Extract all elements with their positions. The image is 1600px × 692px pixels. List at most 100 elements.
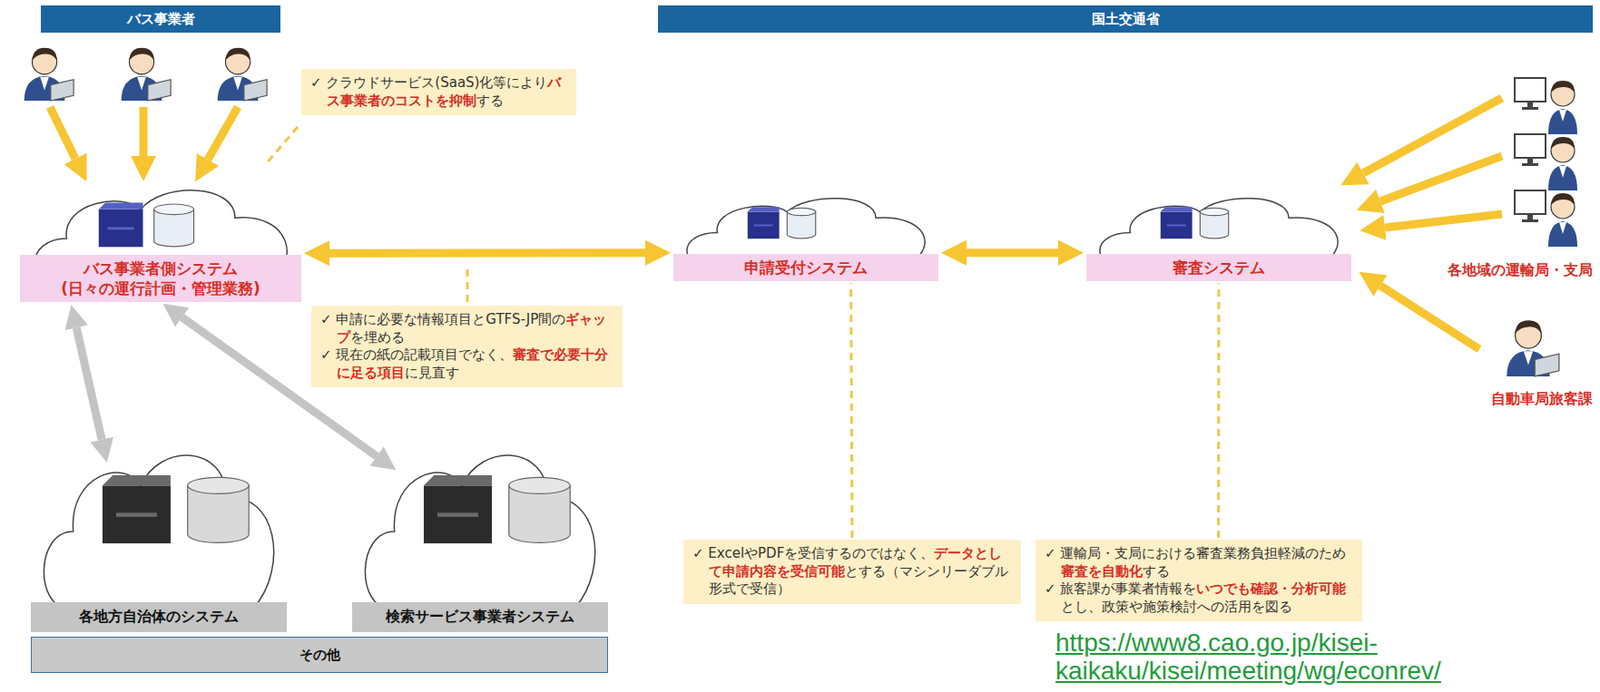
node-text: 審査システム [1172, 258, 1266, 277]
node-text: に見直す [404, 364, 460, 382]
note-callout: ✓ クラウドサービス(SaaS)化等によりバス事業者のコストを抑制する [301, 68, 577, 116]
server-body [423, 485, 492, 544]
node-label: 審査システム [1086, 254, 1352, 282]
cloud-shape [352, 449, 609, 615]
bullet-item: ✓ クラウドサービス(SaaS)化等によりバス事業者のコストを抑制する [310, 74, 568, 110]
node-text: ✓ クラウドサービス(SaaS)化等により [310, 74, 548, 91]
label-text: https://www8.cao.go.jp/kisei-kaikaku/kis… [1055, 628, 1442, 686]
server-top [102, 475, 171, 486]
database-icon [786, 207, 815, 238]
flow-arrow [329, 248, 646, 258]
leader-line [265, 127, 298, 166]
server-icon [1160, 206, 1193, 239]
node-label: 検索サービス事業者システム [352, 602, 609, 633]
other-band: その他 [30, 637, 609, 674]
server-body [98, 209, 144, 247]
external-system-cloud: 各地方自治体のシステム [30, 449, 287, 633]
server-slot [437, 512, 479, 518]
system-cloud: 審査システム [1086, 195, 1352, 282]
org-header: 国土交通省 [657, 5, 1593, 33]
database-top [154, 204, 195, 216]
server-icon [98, 203, 144, 248]
cloud-outline [364, 455, 595, 609]
note-callout: ✓ ExcelやPDFを受信するのではなく、データとして申請内容を受信可能とする… [683, 539, 1021, 605]
staff-icon [1506, 320, 1560, 377]
node-text: を埋める [350, 329, 405, 346]
node-text: ✓ 申請に必要な情報項目とGTFS-JP間の [320, 311, 566, 328]
server-slot [116, 512, 158, 518]
staff-icon [1514, 190, 1578, 247]
staff-icon [217, 48, 267, 101]
server-icon [423, 475, 492, 544]
node-label: バス事業者 [127, 10, 196, 29]
emphasis-text: いつでも確認・分析可能 [1196, 580, 1346, 598]
node-text: バス事業者側システム (日々の運行計画・管理業務) [60, 259, 261, 298]
node-text: その他 [299, 647, 341, 664]
server-icon [102, 475, 171, 544]
org-header: バス事業者 [40, 5, 281, 33]
staff-icon [1514, 78, 1578, 135]
source-url: https://www8.cao.go.jp/kisei-kaikaku/kis… [1055, 629, 1591, 687]
node-label: 申請受付システム [673, 254, 939, 282]
callout-leader [851, 283, 853, 539]
link-arrow [76, 327, 102, 440]
external-system-cloud: 検索サービス事業者システム [352, 449, 609, 633]
server-slot [107, 226, 135, 230]
server-body [747, 212, 780, 240]
input-arrow [1380, 156, 1502, 202]
system-cloud: 申請受付システム [673, 195, 939, 282]
node-label: 国土交通省 [1091, 10, 1160, 29]
staff-icon [1514, 134, 1578, 191]
node-text: 検索サービス事業者システム [385, 608, 575, 626]
database-icon [154, 204, 195, 247]
label-text: 各地域の運輸局・支局 [1447, 261, 1593, 279]
bullet-item: ✓ 運輸局・支局における審査業務負担軽減のため審査を自動化する [1044, 545, 1354, 581]
node-text: する [476, 92, 504, 109]
node-text: とし、政策や施策検討への活用を図る [1060, 598, 1293, 616]
leader-line [466, 265, 470, 303]
node-label: バス事業者側システム (日々の運行計画・管理業務) [19, 255, 302, 303]
note-callout: ✓ 申請に必要な情報項目とGTFS-JP間のギャップを埋める✓ 現在の紙の記載項… [311, 305, 623, 388]
input-arrow [49, 107, 76, 159]
flow-arrow [966, 248, 1059, 257]
node-text: 申請受付システム [744, 258, 868, 277]
server-slot [1167, 224, 1187, 226]
server-top [423, 475, 492, 486]
server-icon [747, 206, 780, 239]
server-body [102, 485, 171, 544]
server-top [1160, 206, 1193, 212]
database-icon [187, 477, 250, 543]
database-top [187, 477, 250, 494]
node-text: ✓ 現在の紙の記載項目でなく、 [320, 346, 513, 364]
database-top [509, 477, 571, 494]
node-label: 各地方自治体のシステム [30, 602, 287, 633]
node-text: 国土交通省 [1091, 10, 1160, 28]
node-text: 各地方自治体のシステム [78, 608, 239, 626]
staff-icon [24, 48, 74, 101]
label-text: 自動車局旅客課 [1491, 390, 1593, 408]
input-arrow [207, 107, 238, 160]
node-text: バス事業者 [127, 10, 196, 28]
emphasis-text: 審査を自動化 [1060, 563, 1143, 580]
callout-leader [1217, 283, 1220, 539]
node-text: する [1142, 563, 1170, 580]
server-slot [754, 224, 774, 226]
actor-label: 各地域の運輸局・支局 [1397, 261, 1593, 281]
system-cloud: バス事業者側システム (日々の運行計画・管理業務) [19, 186, 302, 303]
cloud-shape [30, 449, 287, 615]
node-label: その他 [299, 647, 341, 665]
server-top [747, 206, 780, 212]
node-text: ✓ 旅客課が事業者情報を [1044, 580, 1197, 598]
database-top [1199, 207, 1228, 216]
input-arrow [1384, 214, 1502, 228]
input-arrow [1380, 285, 1480, 350]
bullet-item: ✓ 現在の紙の記載項目でなく、審査で必要十分に足る項目に見直す [320, 346, 614, 383]
note-callout: ✓ 運輸局・支局における審査業務負担軽減のため審査を自動化する✓ 旅客課が事業者… [1035, 539, 1363, 622]
node-text: ✓ ExcelやPDFを受信するのではなく、 [692, 545, 934, 562]
staff-icon [121, 48, 171, 101]
server-top [98, 203, 144, 210]
cloud-outline [43, 455, 274, 609]
staff-icons [24, 48, 1578, 377]
